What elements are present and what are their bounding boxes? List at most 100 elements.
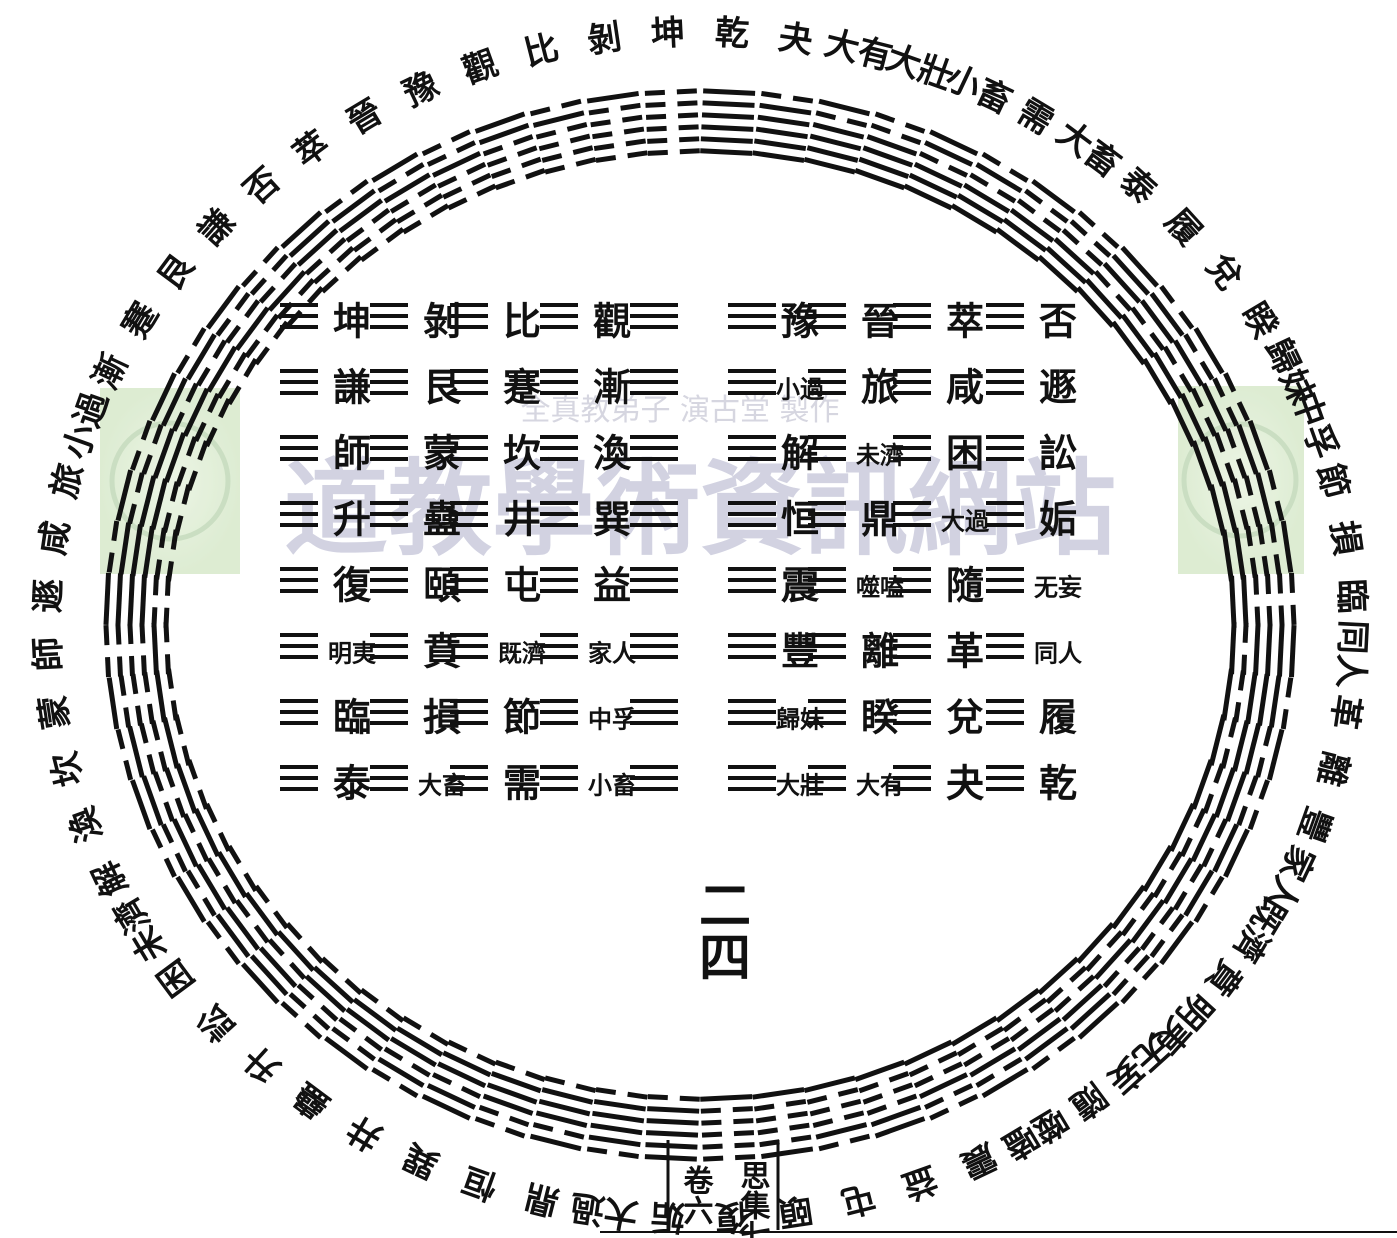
grid-hexagram-bar [736, 765, 776, 769]
ring-hexagram-name: 夬 [776, 17, 816, 62]
ring-hexagram-name: 頤 [776, 1188, 815, 1233]
grid-hexagram-name: 小畜 [588, 771, 636, 800]
ring-hexagram [1221, 668, 1294, 730]
grid-hexagram [450, 633, 488, 659]
grid-hexagram-bar [630, 303, 678, 307]
ring-hexagram-labels: 乾夬大有大壯小畜需大畜泰履兌睽歸妹中孚節損臨同人革離豐家人既濟賁明夷无妄隨噬嗑震… [28, 13, 1373, 1237]
ring-hexagram [995, 178, 1076, 263]
grid-hexagram-name: 无妄 [1034, 573, 1082, 602]
ring-hexagram-name: 謙 [191, 201, 243, 253]
ring-hexagram [421, 129, 497, 211]
ring-hexagram [586, 1087, 648, 1160]
grid-hexagram-bar [736, 567, 776, 571]
grid-hexagram-bar [736, 523, 776, 527]
grid-hexagram-name: 大有 [856, 771, 904, 800]
grid-hexagram-bar [736, 501, 776, 505]
grid-hexagram-name: 同人 [1034, 639, 1082, 668]
grid-hexagram [280, 567, 318, 593]
ring-hexagram-name: 咸 [33, 518, 78, 557]
grid-hexagram-name: 比 [503, 299, 541, 344]
grid-hexagram-name: 復 [332, 563, 372, 608]
grid-hexagram-bar [630, 523, 678, 527]
grid-hexagram [808, 699, 846, 725]
grid-hexagram-bar [736, 644, 776, 648]
ring-hexagram [1075, 245, 1160, 328]
grid-hexagram [540, 303, 578, 329]
grid-hexagram-bar [630, 512, 678, 516]
watermark: 全真教弟子 演古堂 製作 道教學術資訊網站 [100, 386, 1304, 574]
grid-hexagram-bar [736, 655, 776, 659]
ring-hexagram [280, 210, 363, 294]
ring-hexagram [854, 1059, 926, 1139]
grid-hexagram-bar [736, 457, 776, 461]
ring-hexagram [644, 88, 700, 156]
ring-hexagram-name: 井 [340, 1107, 390, 1159]
ring-hexagram [240, 922, 325, 1005]
ring-hexagram [1191, 759, 1270, 831]
grid-hexagram-name: 歸妹 [776, 705, 824, 734]
grid-hexagram [893, 369, 931, 395]
ring-hexagram-name: 晉 [340, 91, 390, 143]
inner-hexagram-grid: 否遯訟姤无妄同人履乾萃咸困大過隨革兌夬晉旅未濟鼎噬嗑離睽大有豫小過解恒震豐歸妹大… [280, 299, 1082, 806]
ring-hexagram [150, 802, 232, 878]
grid-hexagram-name: 隨 [946, 563, 984, 608]
ring-hexagram [752, 90, 814, 163]
ring-hexagram-name: 豫 [397, 64, 445, 115]
grid-hexagram-bar [736, 391, 776, 395]
ring-hexagram-name: 解 [85, 854, 136, 902]
ring-hexagram-name: 大過 [567, 1186, 641, 1236]
ring-hexagram [324, 987, 405, 1072]
yin-yang-icon [1181, 421, 1299, 539]
grid-hexagram-bar [736, 721, 776, 725]
ring-hexagram-name: 旅 [44, 460, 91, 503]
ring-hexagram-name: 坤 [650, 13, 686, 55]
grid-hexagram [370, 699, 408, 725]
grid-hexagram-name: 節 [503, 695, 541, 740]
ring-hexagram-name: 益 [897, 1158, 942, 1207]
grid-hexagram-bar [736, 710, 776, 714]
grid-hexagram [280, 501, 318, 527]
grid-hexagram [808, 501, 846, 527]
grid-hexagram [986, 633, 1024, 659]
ring-hexagram [1168, 802, 1250, 878]
ring-hexagram-name: 大畜 [1049, 113, 1127, 186]
ring-hexagram-name: 蹇 [115, 296, 167, 346]
grid-hexagram-name: 中孚 [588, 705, 636, 734]
grid-hexagram-name: 艮 [423, 365, 462, 410]
ring-hexagram-name: 觀 [458, 43, 503, 92]
grid-hexagram-name: 泰 [333, 761, 372, 806]
ring-hexagram [644, 1094, 700, 1162]
grid-hexagram-bar [630, 721, 678, 725]
grid-hexagram-bar [736, 380, 776, 384]
ring-hexagram-name: 比 [520, 27, 563, 74]
watermark-logo-right [1178, 386, 1304, 574]
grid-hexagram-bar [736, 303, 776, 307]
grid-hexagram-name: 觀 [593, 299, 631, 344]
grid-hexagram-bar [736, 369, 776, 373]
grid-hexagram [986, 567, 1024, 593]
grid-hexagram-bar [630, 435, 678, 439]
ring-hexagram [324, 178, 405, 263]
ring-hexagram-name: 鼎 [520, 1176, 563, 1223]
grid-hexagram-name: 訟 [1039, 431, 1077, 476]
ring-hexagram [1221, 520, 1294, 582]
grid-hexagram-name: 睽 [861, 695, 899, 740]
ring-hexagram-name: 離 [1309, 748, 1356, 791]
ring-hexagram-name: 萃 [286, 123, 337, 175]
grid-hexagram-name: 井 [503, 497, 541, 542]
grid-hexagram [280, 435, 318, 461]
ring-hexagram-name: 小畜 [939, 57, 1018, 122]
ring-hexagram [803, 98, 871, 175]
ring-hexagram [130, 759, 209, 831]
grid-hexagram-bar [630, 776, 678, 780]
ring-hexagram [950, 151, 1029, 235]
grid-hexagram [540, 435, 578, 461]
grid-hexagram-name: 豐 [781, 629, 819, 674]
ring-hexagram-name: 睽 [1233, 296, 1285, 346]
grid-hexagram-bar [630, 787, 678, 791]
watermark-subtitle: 全真教弟子 演古堂 製作 [520, 393, 839, 428]
grid-hexagram-bar [736, 512, 776, 516]
grid-hexagram-bar [736, 787, 776, 791]
grid-hexagram-bar [630, 644, 678, 648]
